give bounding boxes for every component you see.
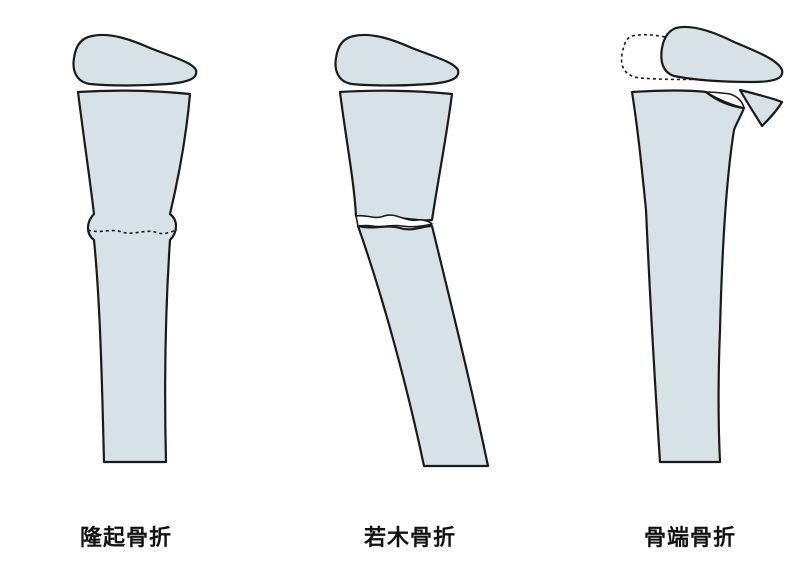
greenstick-epiphysis	[334, 33, 460, 87]
buckle-shaft	[76, 89, 192, 464]
epiphyseal-shaft	[630, 89, 746, 464]
epiphyseal-fracture-label: 骨端骨折	[643, 526, 736, 551]
buckle-epiphysis	[72, 33, 198, 87]
epiphyseal-growth-plate-gap	[705, 91, 745, 109]
epiphyseal-fracture-figure	[620, 25, 784, 464]
buckle-fracture-figure	[72, 33, 198, 464]
greenstick-fracture-label: 若木骨折	[363, 526, 456, 551]
epiphyseal-bone-fragment	[738, 88, 784, 128]
greenstick-shaft-upper	[338, 89, 454, 222]
greenstick-fracture-figure	[334, 33, 490, 468]
buckle-fracture-label: 隆起骨折	[79, 526, 172, 551]
epiphyseal-original-position-outline	[620, 33, 751, 81]
epiphyseal-displaced-epiphysis	[660, 25, 784, 84]
greenstick-crack	[355, 214, 433, 228]
greenstick-shaft-lower	[356, 224, 490, 468]
